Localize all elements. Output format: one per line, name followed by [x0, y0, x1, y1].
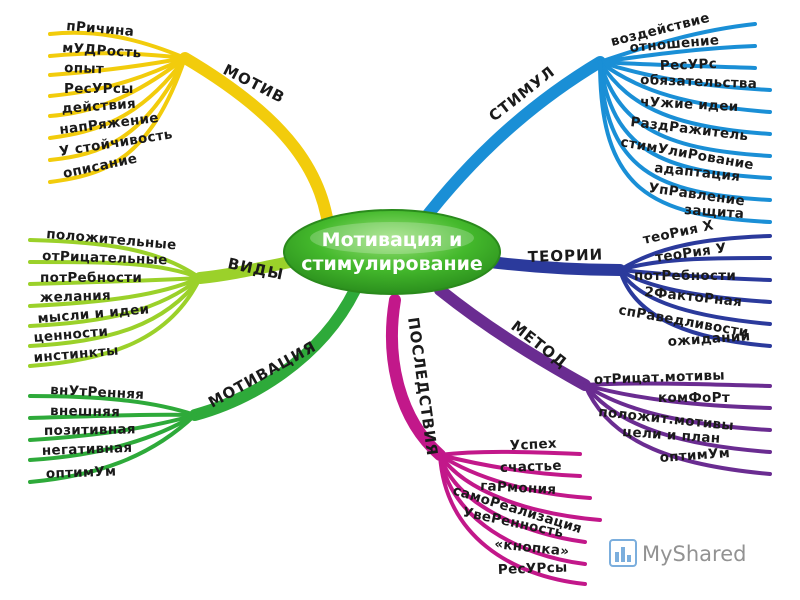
- leaf-posledstviya-1: счастье: [500, 458, 563, 476]
- leaf-stimul-4: чУжие идеи: [640, 94, 739, 115]
- leaf-metod-0: отРицат.мотивы: [594, 367, 726, 388]
- twigs-vidy: [28, 238, 202, 368]
- center-title-line1: Мотивация и: [322, 229, 463, 251]
- leaf-motivaciya-1: внешняя: [50, 403, 120, 420]
- twigs-metod: [583, 381, 772, 476]
- leaf-motiv-1: мУДРость: [62, 40, 142, 62]
- leaf-vidy-6: инстинкты: [33, 343, 119, 366]
- leaf-posledstviya-2: гаРмония: [480, 478, 557, 498]
- branch-motiv-stem: [179, 52, 336, 246]
- watermark-logo-icon: [609, 539, 637, 567]
- branch-label-motivaciya: МОТИВАЦИЯ: [205, 337, 319, 411]
- branch-motivaciya-stem: [189, 284, 361, 421]
- leaf-posledstviya-0: Успех: [509, 436, 557, 454]
- twigs-motivaciya: [28, 394, 197, 484]
- leaf-motiv-4: действия: [61, 96, 136, 117]
- leaf-stimul-1: отношение: [629, 32, 720, 56]
- leaf-motiv-2: опыт: [64, 60, 104, 77]
- leaf-vidy-2: потРебности: [40, 270, 142, 286]
- twigs-posledstviya: [438, 449, 602, 586]
- branch-vidy-stem: [194, 256, 296, 284]
- leaf-stimul-2: РесУРс: [660, 56, 718, 74]
- leaf-teorii-5: ожиданий: [667, 328, 751, 350]
- branch-posledstviya-stem: [386, 294, 446, 461]
- branch-metod-stem: [434, 284, 591, 391]
- watermark-text: MyShared: [642, 542, 746, 566]
- leaf-metod-1: комФоРт: [658, 390, 730, 406]
- leaf-metod-4: оптимУм: [659, 445, 730, 466]
- leaf-motivaciya-2: позитивная: [44, 421, 136, 439]
- myshared-watermark: MyShared: [609, 539, 746, 567]
- branch-label-posledstviya: ПОСЛЕДСТВИЯ: [404, 316, 441, 457]
- leaf-posledstviya-5: «кнопка»: [494, 536, 570, 560]
- leaf-motiv-0: пРичина: [66, 18, 135, 40]
- branch-stimul-stem: [404, 56, 606, 244]
- twigs-motiv: [48, 30, 187, 184]
- center-title-line2: стимулирование: [301, 253, 483, 275]
- branch-label-teorii: ТЕОРИИ: [528, 245, 604, 266]
- leaf-vidy-5: ценности: [33, 324, 109, 346]
- leaf-teorii-2: потРебности: [634, 268, 736, 284]
- leaf-motivaciya-0: внУтРенняя: [50, 382, 145, 403]
- leaf-teorii-1: теоРия У: [654, 240, 727, 266]
- twigs-teorii: [618, 234, 772, 348]
- branch-teorii-stem: [484, 256, 626, 276]
- leaf-vidy-3: желания: [40, 288, 112, 306]
- leaf-vidy-1: отРицательные: [42, 248, 168, 268]
- leaf-stimul-3: обязательства: [640, 72, 758, 92]
- leaf-motiv-3: РесУРсы: [64, 81, 134, 97]
- leaf-posledstviya-6: РесУРсы: [498, 560, 568, 578]
- center-node: Мотивация и стимулирование: [283, 209, 501, 295]
- leaf-stimul-9: защита: [684, 202, 745, 222]
- leaf-metod-3: цели и план: [622, 424, 721, 447]
- twigs-stimul: [598, 22, 772, 224]
- leaf-teorii-3: 2ФактоРная: [644, 284, 743, 310]
- leaf-motivaciya-3: негативная: [42, 440, 133, 459]
- leaf-motivaciya-4: оптимУм: [46, 464, 117, 482]
